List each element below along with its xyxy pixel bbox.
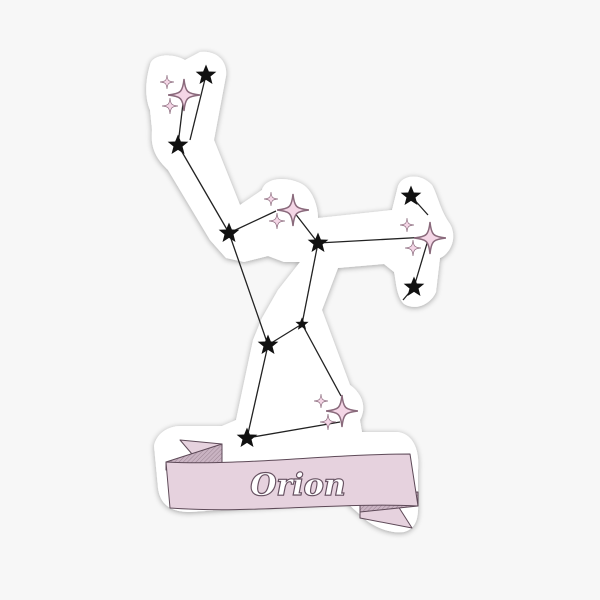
sticker-die-cut-border [146,51,454,533]
banner-title: Orion [250,468,345,503]
banner-title-outline: Orion [250,468,345,503]
ribbon-banner [165,439,419,529]
